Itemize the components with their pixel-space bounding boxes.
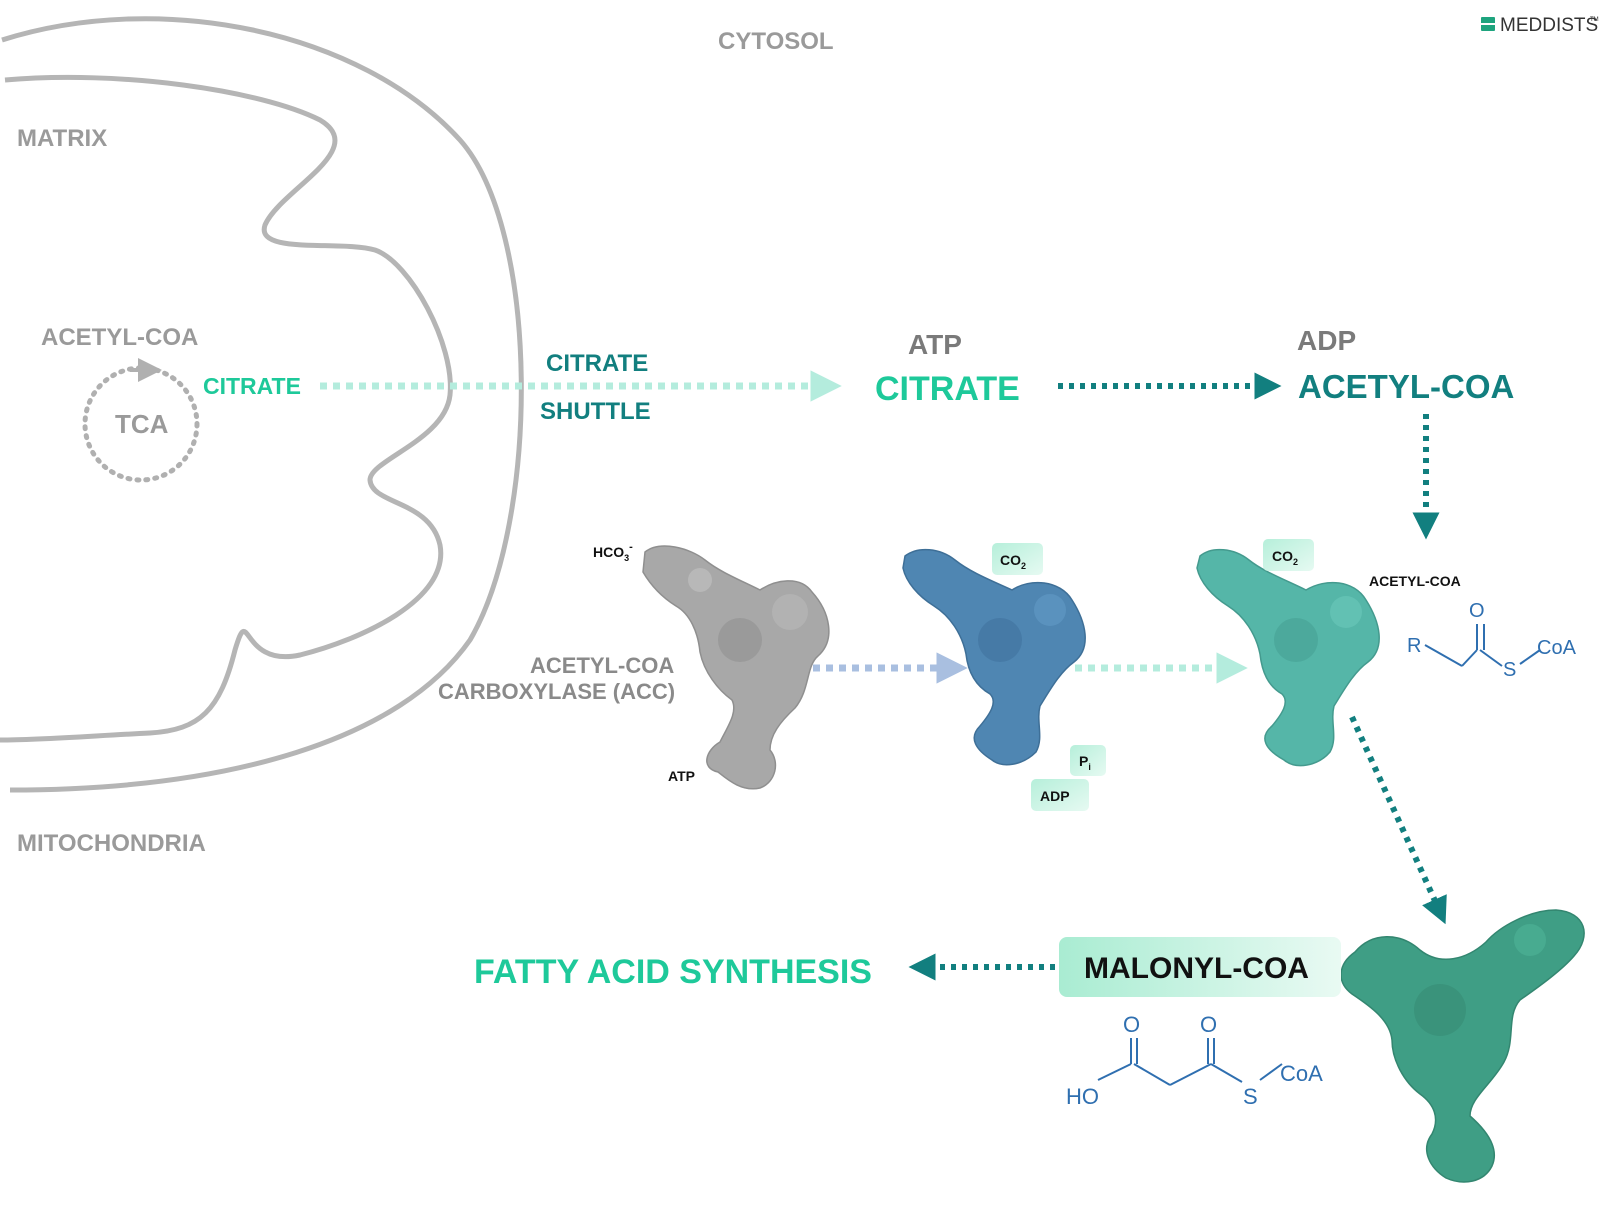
acc-name-line2: CARBOXYLASE (ACC) <box>438 679 675 704</box>
acyl-coa-group-label: CoA <box>1537 637 1577 659</box>
pi-badge: Pi <box>1070 745 1106 776</box>
adp-label: ADP <box>1297 325 1356 356</box>
brand-logo: MEDDISTS TM <box>1481 15 1599 36</box>
hco3-label: HCO3- <box>593 541 633 563</box>
fatty-acid-synthesis-label: FATTY ACID SYNTHESIS <box>474 953 872 991</box>
adp-badge: ADP <box>1031 779 1089 811</box>
matrix-acetyl-coa-label: ACETYL-COA <box>41 324 198 351</box>
acyl-coa-structure <box>1424 624 1541 667</box>
mitochondria-label: MITOCHONDRIA <box>17 830 206 857</box>
citrate-shuttle-line1: CITRATE <box>546 350 648 377</box>
cytosol-acetyl-coa-label: ACETYL-COA <box>1298 368 1514 405</box>
acyl-o-label: O <box>1469 600 1485 622</box>
enzyme-adp-label: ADP <box>1040 788 1070 804</box>
acyl-s-label: S <box>1503 659 1516 681</box>
teal-co2-badge: CO2 <box>1263 539 1314 571</box>
blue-co2-badge: CO2 <box>992 543 1043 575</box>
acc-enzyme-blue-protein <box>902 548 1086 766</box>
malonyl-coa-group-label: CoA <box>1280 1061 1323 1086</box>
acc-enzyme-grey-protein <box>642 545 830 790</box>
enzyme-acetyl-coa-label: ACETYL-COA <box>1369 573 1461 589</box>
mitochondrion-inner-membrane <box>0 74 453 743</box>
enzyme-to-malonyl-arrow <box>1349 715 1447 925</box>
mitochondrion-outer-membrane <box>1 16 524 793</box>
malonyl-ho-label: HO <box>1066 1084 1099 1109</box>
citrate-shuttle-line2: SHUTTLE <box>540 398 651 425</box>
matrix-citrate-label: CITRATE <box>203 373 301 399</box>
malonyl-o2-label: O <box>1200 1012 1217 1037</box>
brand-tm: TM <box>1590 17 1599 23</box>
cytosol-citrate-label: CITRATE <box>875 370 1020 408</box>
enzyme-atp-label: ATP <box>668 768 695 784</box>
teal-co2-label: CO2 <box>1272 548 1298 567</box>
matrix-label: MATRIX <box>17 125 107 152</box>
malonyl-coa-badge: MALONYL-COA <box>1059 937 1341 997</box>
malonyl-coa-structure <box>1097 1038 1283 1086</box>
brand-name: MEDDISTS <box>1500 15 1598 36</box>
malonyl-o1-label: O <box>1123 1012 1140 1037</box>
tca-label: TCA <box>115 409 169 439</box>
blue-co2-label: CO2 <box>1000 552 1026 571</box>
cytosol-label: CYTOSOL <box>718 28 834 55</box>
malonyl-s-label: S <box>1243 1084 1258 1109</box>
acc-name-line1: ACETYL-COA <box>530 653 674 678</box>
pi-label: Pi <box>1079 753 1091 772</box>
atp-label: ATP <box>908 329 962 360</box>
acyl-r-label: R <box>1407 635 1421 657</box>
acc-enzyme-green-protein <box>1340 909 1585 1183</box>
malonyl-coa-label: MALONYL-COA <box>1084 952 1309 985</box>
acc-enzyme-teal-protein <box>1196 548 1380 767</box>
